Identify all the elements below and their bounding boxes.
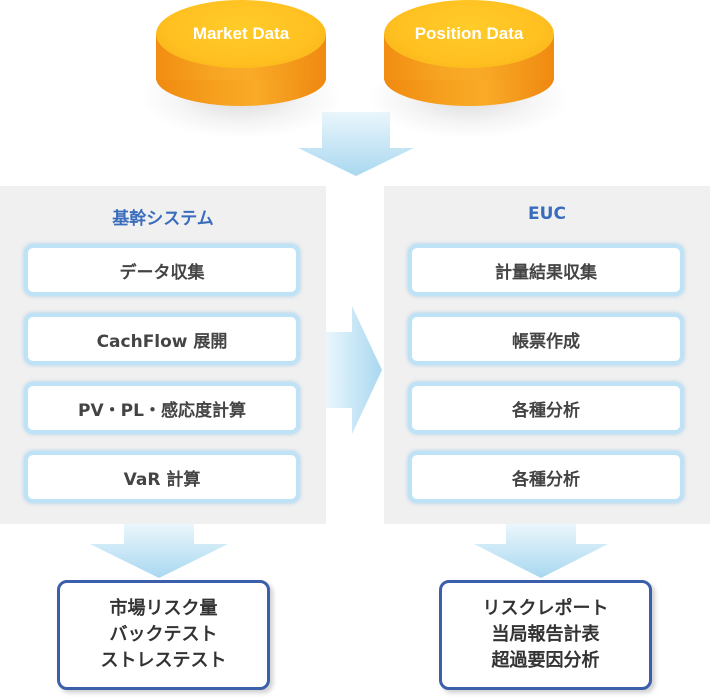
output-line: ストレステスト: [100, 650, 227, 671]
arrow-sources-to-core: [298, 112, 414, 176]
core-item-var: VaR 計算: [24, 451, 300, 503]
euc-title: EUC: [528, 204, 566, 224]
market-data-cylinder: Market Data: [142, 0, 340, 138]
arrow-euc-to-output: [474, 524, 608, 578]
core-item-pv-pl: PV・PL・感応度計算: [24, 382, 300, 434]
output-line: リスクレポート: [482, 598, 609, 619]
core-system-title: 基幹システム: [112, 209, 214, 229]
core-item-data-collection: データ収集: [24, 244, 300, 296]
arrow-core-to-output: [90, 524, 228, 578]
output-line: 超過要因分析: [491, 650, 600, 671]
position-data-label: Position Data: [384, 0, 554, 68]
market-data-label: Market Data: [156, 0, 326, 68]
core-output-box: 市場リスク量 バックテスト ストレステスト: [57, 580, 270, 690]
core-item-cashflow: CachFlow 展開: [24, 313, 300, 365]
euc-item-analysis-2: 各種分析: [408, 451, 684, 503]
euc-item-analysis-1: 各種分析: [408, 382, 684, 434]
euc-item-result-collection: 計量結果収集: [408, 244, 684, 296]
output-line: 市場リスク量: [109, 598, 218, 619]
euc-item-report-creation: 帳票作成: [408, 313, 684, 365]
euc-panel: EUC 計量結果収集 帳票作成 各種分析 各種分析: [384, 186, 710, 524]
core-system-panel: 基幹システム データ収集 CachFlow 展開 PV・PL・感応度計算 VaR…: [0, 186, 326, 524]
output-line: バックテスト: [109, 624, 218, 645]
position-data-cylinder: Position Data: [370, 0, 568, 138]
output-line: 当局報告計表: [491, 624, 600, 645]
euc-output-box: リスクレポート 当局報告計表 超過要因分析: [439, 580, 652, 690]
arrow-core-to-euc: [326, 306, 382, 434]
